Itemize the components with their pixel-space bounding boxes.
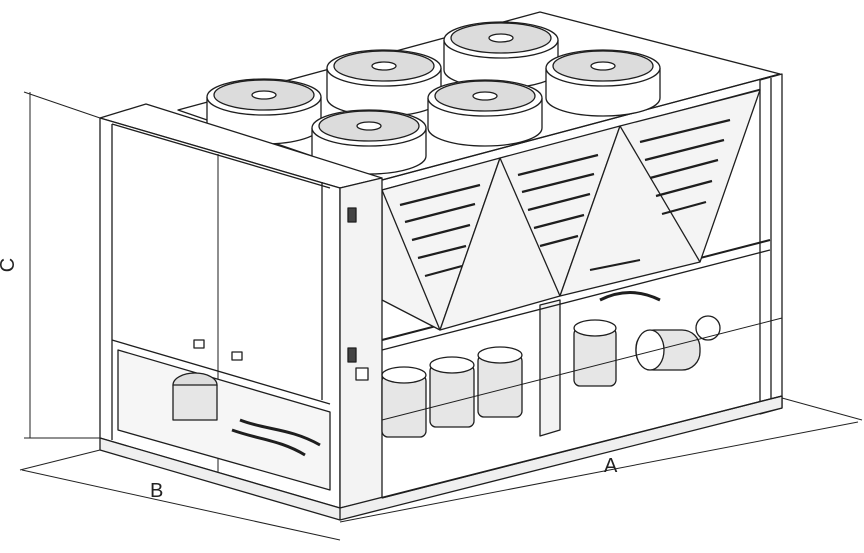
compressor-3 bbox=[477, 346, 523, 418]
dimension-label-c: C bbox=[0, 258, 19, 272]
compressors bbox=[381, 259, 721, 438]
compressor-2 bbox=[429, 356, 475, 428]
right-frame bbox=[381, 73, 783, 437]
compressor-1 bbox=[381, 366, 427, 438]
dimension-a-line bbox=[339, 421, 859, 523]
pump-tank bbox=[635, 315, 721, 371]
coil-panels bbox=[381, 89, 761, 331]
compressor-4 bbox=[573, 319, 617, 387]
fan-2 bbox=[326, 49, 442, 117]
dimension-lines bbox=[19, 91, 863, 541]
dimension-b-line bbox=[21, 469, 341, 541]
fan-3 bbox=[545, 49, 661, 117]
left-compressor-bay bbox=[117, 349, 331, 491]
fan-1 bbox=[443, 21, 559, 89]
dimension-label-b: B bbox=[150, 480, 164, 502]
dimension-label-a: A bbox=[604, 455, 618, 477]
fan-6 bbox=[311, 109, 427, 175]
fan-5 bbox=[427, 79, 543, 147]
